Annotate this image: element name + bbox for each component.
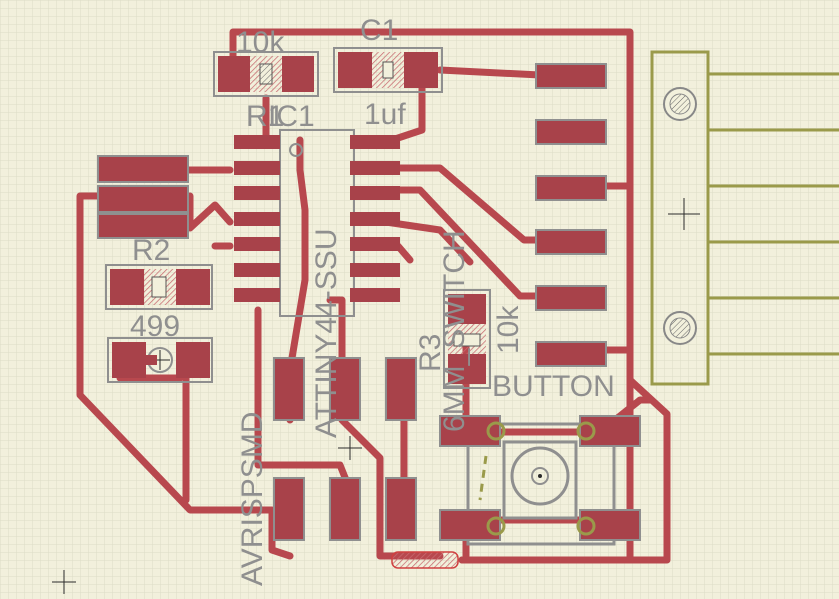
button-pad-1-ring [486, 421, 506, 441]
bottom-jumper-outline [391, 551, 459, 569]
r2-center-mark [151, 276, 167, 298]
ic1-pin-4 [234, 212, 280, 226]
r3-pad-top [448, 294, 486, 324]
c1-body-outline [333, 47, 443, 93]
ic1-attiny44[interactable] [234, 129, 400, 317]
silkscreen-labels: 10k C1 R1 IC1 1uf R2 499 ATTINY44-SSU AV… [130, 14, 615, 586]
label-header-name: AVRISPSMD [236, 412, 269, 586]
label-r1-name: R1 [246, 100, 284, 133]
button-center-dot [538, 474, 542, 478]
label-c1-value: 1uf [364, 98, 406, 131]
isp-pad-1 [273, 357, 305, 421]
led-pad-right [176, 342, 210, 378]
origin-marker [52, 570, 76, 594]
led-outline [107, 337, 213, 383]
led-pad-left [112, 342, 146, 378]
connector-center-cross [668, 198, 700, 230]
right-pad-6 [535, 341, 607, 367]
label-r3-name: R3 [414, 334, 447, 372]
isp-pad-2 [329, 357, 361, 421]
avrisp-header[interactable] [273, 357, 417, 541]
r2-body-outline [105, 264, 213, 310]
r1-body-outline [213, 51, 319, 97]
label-ic1-name: IC1 [268, 100, 315, 133]
label-r3-value: 10k [492, 305, 525, 354]
ic1-pin-1 [234, 135, 280, 149]
r2-pad-right [176, 269, 210, 305]
mount-hole-bottom [663, 311, 697, 345]
capacitor-c1[interactable] [333, 47, 443, 93]
ic1-pin-7 [234, 288, 280, 302]
edge-connector-outline [650, 50, 839, 386]
button-pad-1 [439, 415, 501, 447]
isp-pad-3 [385, 357, 417, 421]
button-center [531, 467, 549, 485]
right-pad-2 [535, 119, 607, 145]
label-c1-name: C1 [360, 14, 398, 47]
right-pad-1 [535, 63, 607, 89]
left-pad-1 [97, 155, 189, 183]
r2-pad-left [110, 269, 144, 305]
ic1-pin-8 [350, 288, 400, 302]
button-outline [466, 422, 616, 546]
mount-hole-top [663, 87, 697, 121]
label-ic-part: ATTINY44-SSU [310, 229, 343, 439]
ic1-pin-12 [350, 186, 400, 200]
left-pad-3 [97, 213, 189, 239]
r1-pad-left [218, 56, 250, 92]
button-pad-4-ring [576, 516, 596, 536]
isp-pad-4 [273, 477, 305, 541]
c1-pad-right [404, 52, 438, 88]
r1-center-hatch [260, 64, 272, 84]
ic1-pin-6 [234, 263, 280, 277]
r1-pad-right [282, 56, 314, 92]
led-pad-tiny [145, 355, 157, 365]
button-pad-3-ring [486, 516, 506, 536]
label-r1-value: 10k [236, 26, 285, 59]
label-s1-value: BUTTON [492, 370, 615, 403]
c1-pad-left [338, 52, 372, 88]
button-pad-2-ring [576, 421, 596, 441]
resistor-r1[interactable] [213, 51, 319, 97]
right-pad-4 [535, 229, 607, 255]
r3-outline [443, 289, 491, 389]
button-pad-2 [579, 415, 641, 447]
isp-pad-6 [385, 477, 417, 541]
ic1-pin-13 [350, 161, 400, 175]
right-pad-3 [535, 175, 607, 201]
c1-center-mark [382, 61, 394, 79]
label-r2-name: R2 [132, 234, 170, 267]
button-pad-4 [579, 509, 641, 541]
isp-pad-5 [329, 477, 361, 541]
right-pad-5 [535, 285, 607, 311]
resistor-r2[interactable] [105, 264, 213, 310]
ic1-pin-10 [350, 237, 400, 251]
ic1-pin1-marker [289, 143, 303, 157]
button-switch-line [478, 455, 488, 501]
ic1-pin-9 [350, 263, 400, 277]
pushbutton-s1[interactable] [439, 415, 641, 546]
ic1-pin-11 [350, 212, 400, 226]
resistor-r3[interactable] [443, 289, 491, 389]
label-r2-value: 499 [130, 310, 180, 343]
ic1-pin-3 [234, 186, 280, 200]
r3-pad-bottom [448, 354, 486, 384]
ic1-pin-5 [234, 237, 280, 251]
ic1-pin-14 [350, 135, 400, 149]
label-s1-name: 6MM_SWITCH [438, 230, 471, 432]
r3-center-mark [453, 333, 481, 347]
button-pad-3 [439, 509, 501, 541]
button-inner [502, 440, 578, 520]
left-header-pads[interactable] [97, 155, 189, 239]
led-footprint[interactable] [107, 337, 213, 383]
left-pad-2 [97, 185, 189, 213]
right-pad-column[interactable] [535, 63, 607, 367]
ic1-pin-2 [234, 161, 280, 175]
button-actuator [510, 446, 570, 506]
